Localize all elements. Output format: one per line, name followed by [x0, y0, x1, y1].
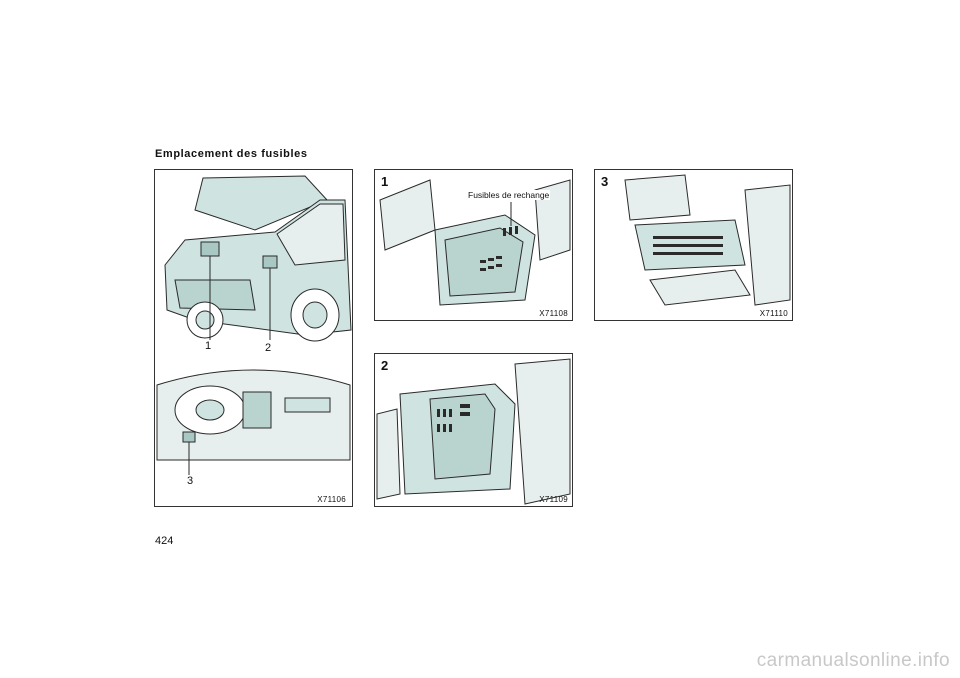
- figure-number: 2: [381, 358, 389, 373]
- vehicle-engine-and-dashboard-drawing: [156, 175, 352, 475]
- figure-code: X71110: [759, 309, 788, 318]
- overview-illustration: 1 2 3 X71106: [154, 169, 353, 507]
- engine-fuse-box-drawing: [379, 179, 571, 306]
- fuse-box-2-illustration: 2 X71109: [374, 353, 573, 507]
- figure-code: X71108: [539, 309, 568, 318]
- figure-code: X71106: [317, 495, 346, 504]
- figure-code: X71109: [539, 495, 568, 504]
- callout-2: 2: [265, 342, 272, 354]
- figure-number: 1: [381, 174, 389, 189]
- callout-1: 1: [205, 340, 212, 352]
- page-number: 424: [155, 535, 174, 547]
- page-title: Emplacement des fusibles: [155, 148, 308, 160]
- interior-fuse-block-drawing: [624, 174, 791, 306]
- callout-3: 3: [187, 475, 194, 487]
- spare-fuses-label: Fusibles de rechange: [467, 190, 551, 200]
- fuse-box-1-illustration: 1 Fusibles de rechange X71108: [374, 169, 573, 321]
- fuse-box-3-illustration: 3 X71110: [594, 169, 793, 321]
- watermark: carmanualsonline.info: [756, 650, 950, 671]
- figure-number: 3: [601, 174, 609, 189]
- engine-fuse-box-2-drawing: [376, 358, 571, 505]
